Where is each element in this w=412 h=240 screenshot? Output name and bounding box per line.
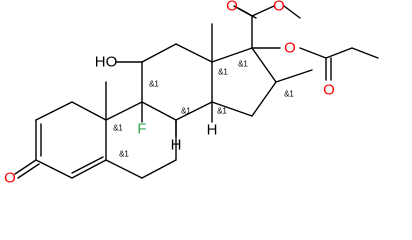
hydrogen-c8-label: H <box>171 137 182 154</box>
ester-carbonyl-oxygen-label: O <box>226 0 238 15</box>
ketone-oxygen-label: O <box>4 170 16 187</box>
stereo-c17: &1 <box>238 60 248 69</box>
stereo-c16: &1 <box>284 90 294 99</box>
stereo-c14: &1 <box>217 107 227 116</box>
stereo-c9: &1 <box>119 150 129 159</box>
propionate-oxygen-label: O <box>284 40 296 57</box>
stereo-c11: &1 <box>149 80 159 89</box>
propionate-carbonyl-oxygen-label: O <box>323 82 335 99</box>
stereo-c10: &1 <box>113 124 123 133</box>
stereo-c8: &1 <box>181 107 191 116</box>
skeleton-bonds <box>14 5 379 179</box>
hydrogen-c14-label: H <box>207 122 218 139</box>
ester-methoxy-oxygen-label: O <box>273 0 285 15</box>
fluorine-label: F <box>137 121 146 138</box>
hydroxyl-label: HO <box>95 54 118 71</box>
stereo-c13: &1 <box>218 68 228 77</box>
molecule-structure: HO F O O O O O H H &1 &1 &1 &1 &1 &1 &1 … <box>4 0 379 187</box>
